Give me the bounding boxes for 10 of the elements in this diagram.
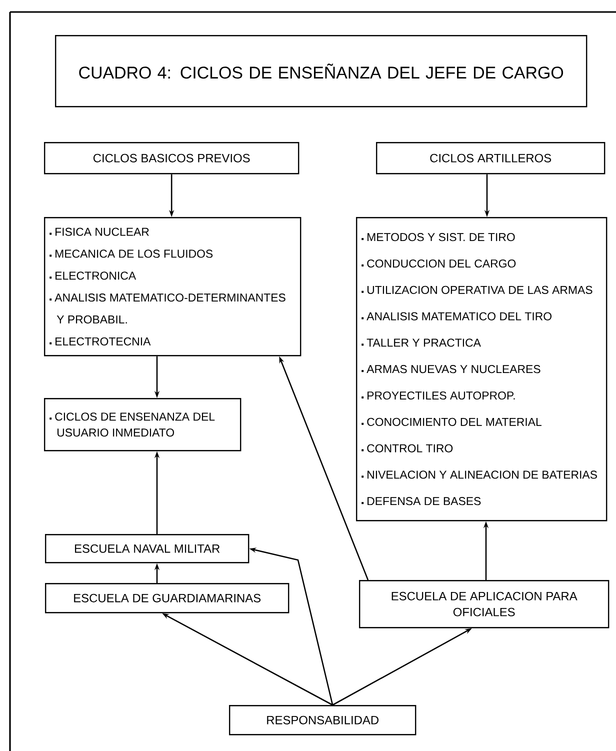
school-box: ESCUELA DE APLICACION PARA OFICIALES xyxy=(359,580,610,628)
process-box: CICLOS DE ENSENANZA DEL USUARIO INMEDIATO xyxy=(44,398,242,452)
school-box: ESCUELA NAVAL MILITAR xyxy=(45,534,250,564)
title-box: CUADRO 4: CICLOS DE ENSEÑANZA DEL JEFE DE CARGO xyxy=(55,35,588,108)
process-box: RESPONSABILIDAD xyxy=(229,705,416,736)
list-box: METODOS Y SIST. DE TIRO CONDUCCION DEL CARGO UTILIZACION OPERATIVA DE LAS ARMAS ANALISIS MATEMATICO DEL TIRO TALLER Y PRACTICA ARMAS NUEVAS Y NUCLEARES PROYECTILES AUTOPROP. CONOCIMIENTO DEL MATERIAL CONTROL TIRO NIVELACION Y ALINEACION DE BATERIAS DEFENSA DE BASES xyxy=(356,217,608,522)
list-box: FISICA NUCLEAR MECANICA DE LOS FLUIDOS ELECTRONICA ANALISIS MATEMATICO-DETERMINANTES Y PROBABIL. ELECTROTECNIA xyxy=(44,217,302,356)
heading-box: CICLOS ARTILLEROS xyxy=(376,142,606,174)
heading-box: CICLOS BASICOS PREVIOS xyxy=(44,142,300,174)
school-box: ESCUELA DE GUARDIAMARINAS xyxy=(45,583,290,614)
